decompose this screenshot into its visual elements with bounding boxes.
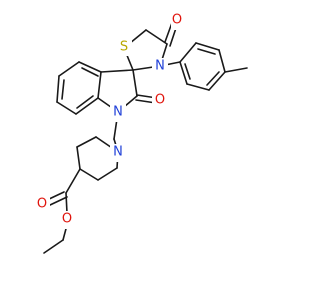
oxygen-atom-ester-carbonyl: O [37, 197, 47, 212]
bond-tolyl-2 [195, 42, 220, 51]
bond-ester-co-o [65, 192, 68, 214]
nitrogen-atom-oxindole: N [113, 105, 123, 120]
bond-pip-ester [65, 168, 81, 194]
bond-tolyl-methyl [224, 67, 248, 73]
bond-benzo-2 [58, 61, 80, 77]
bond-ester-co-b [49, 196, 68, 206]
bond-benzo-4 [56, 101, 77, 115]
bond-benzo-inner-1 [81, 67, 99, 77]
bond-c3a-c7a [97, 71, 102, 99]
bond-tolyl-inner-2 [206, 71, 220, 86]
bond-ethyl [43, 239, 64, 254]
nitrogen-atom-piperidine: N [113, 145, 123, 160]
bond-benzo-inner-3 [76, 95, 94, 109]
bond-pip-5 [76, 136, 97, 148]
bond-tolyl-6 [179, 61, 188, 85]
bond-ch2-carbonyl [145, 29, 168, 45]
bond-tolyl-inner-1 [197, 48, 216, 55]
bond-benzo-1 [78, 61, 102, 73]
bonds [43, 19, 248, 254]
bond-pip-4 [76, 146, 81, 170]
bond-tolyl-1 [179, 42, 197, 63]
bond-tolyl-inner-3 [184, 63, 191, 80]
bond-spiro-c3a [100, 69, 134, 73]
sulfur-atom: S [120, 40, 128, 55]
oxygen-atom-oxindole: O [155, 93, 165, 108]
bond-c2-spiro [132, 69, 138, 97]
oxygen-atom-thiazolidinone: O [172, 13, 182, 28]
bond-benzo-5 [75, 97, 99, 115]
bond-pip-2 [97, 167, 118, 181]
molecule-canvas: S O N O N N O O [34, 12, 248, 254]
bond-tolyl-5 [186, 83, 210, 91]
bond-pip-3 [79, 168, 99, 181]
bond-benzo-3 [56, 75, 60, 103]
oxygen-atom-ester-ether: O [62, 212, 72, 227]
atom-labels: S O N O N N O O [34, 12, 187, 229]
bond-tolyl-3 [218, 49, 226, 73]
structure-drawing: S O N O N N O O [34, 12, 248, 254]
nitrogen-atom-thiazolidinone: N [155, 59, 165, 74]
bond-tolyl-4 [208, 71, 226, 91]
bond-benzo-inner-2 [61, 79, 65, 100]
